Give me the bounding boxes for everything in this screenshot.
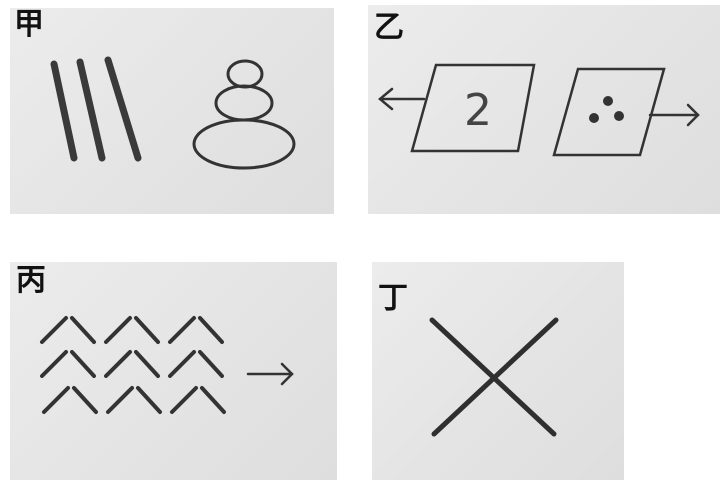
panel-label-yi: 乙: [374, 10, 404, 45]
right-arrow-icon: [246, 362, 294, 386]
panel-jia: 甲: [10, 8, 334, 214]
card-number: 2: [464, 85, 492, 136]
number-card: 2: [410, 63, 536, 153]
bing-drawing: [40, 316, 294, 414]
three-dots-card-icon: [552, 67, 666, 157]
panel-label-ding: 丁: [378, 281, 408, 316]
cross-icon: [429, 317, 559, 437]
panel-ding: 丁: [372, 262, 624, 480]
panel-label-bing: 丙: [16, 263, 46, 298]
ding-drawing: [429, 317, 559, 437]
three-strokes-icon: [50, 56, 142, 162]
panel-label-jia: 甲: [14, 8, 44, 42]
chevron-pattern-icon: [40, 316, 226, 414]
stacked-stones-icon: [192, 59, 296, 170]
right-arrow-icon: [648, 103, 700, 127]
jia-drawing: [50, 56, 296, 170]
yi-drawing: 2: [378, 63, 700, 157]
panel-bing: 丙: [10, 262, 337, 480]
left-arrow-icon: [378, 87, 426, 111]
panel-yi: 乙 2: [368, 5, 720, 214]
